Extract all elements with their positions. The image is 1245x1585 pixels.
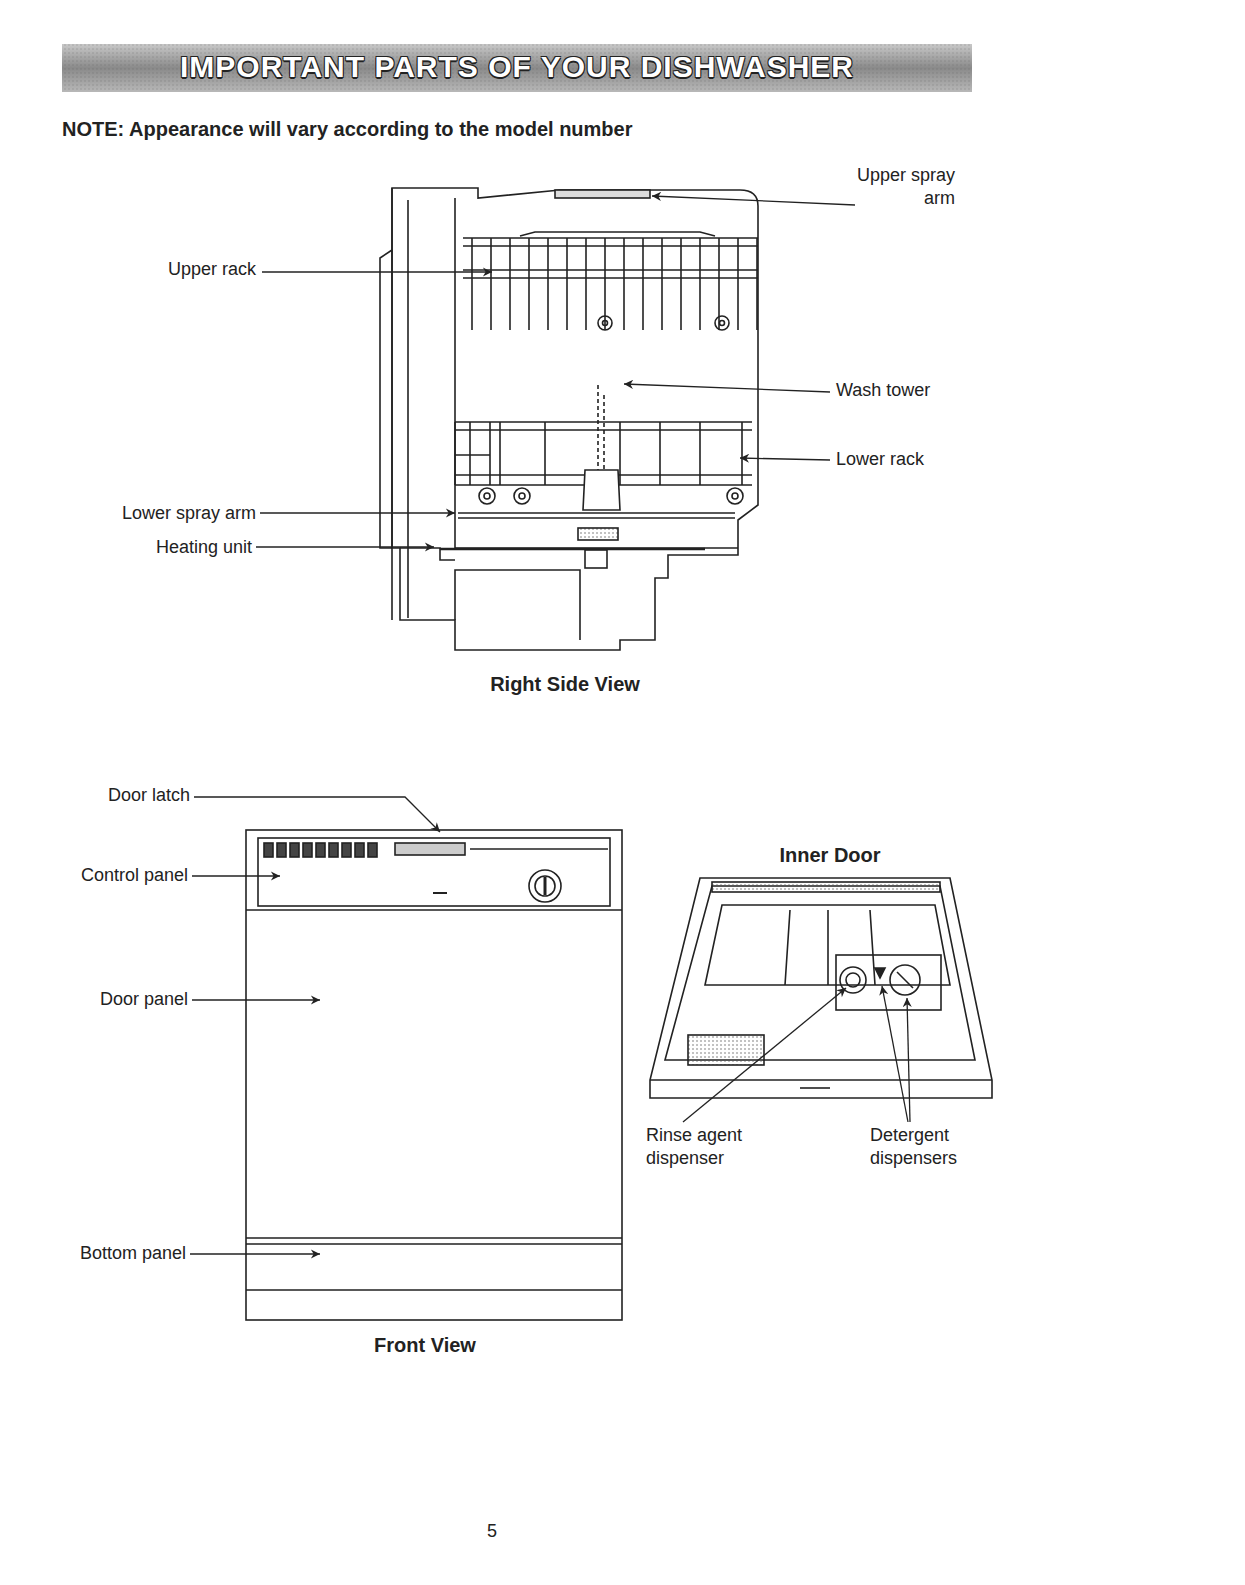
rack-bar bbox=[680, 238, 682, 330]
title: IMPORTANT PARTS OF YOUR DISHWASHER bbox=[62, 50, 972, 84]
part-label: Door panel bbox=[40, 988, 188, 1011]
rack-bar bbox=[585, 238, 587, 330]
view-caption: Right Side View bbox=[440, 671, 690, 697]
part-label: Upper rack bbox=[120, 258, 256, 281]
part-label: Wash tower bbox=[836, 379, 986, 402]
part-label: Lower rack bbox=[836, 448, 986, 471]
part-label: Rinse agent dispenser bbox=[646, 1124, 771, 1171]
page-number: 5 bbox=[470, 1520, 514, 1543]
rack-bar bbox=[490, 238, 492, 330]
view-caption: Inner Door bbox=[720, 842, 940, 868]
vent-slot bbox=[303, 843, 312, 857]
part-label: Door latch bbox=[60, 784, 190, 807]
side-view bbox=[380, 188, 758, 650]
vent-slot bbox=[277, 843, 286, 857]
vent-slot bbox=[355, 843, 364, 857]
part-label: Lower spray arm bbox=[60, 502, 256, 525]
rack-bar bbox=[661, 238, 663, 330]
rack-bar bbox=[756, 238, 758, 330]
vent-slot bbox=[264, 843, 273, 857]
rack-bar bbox=[528, 238, 530, 330]
rack-bar bbox=[623, 238, 625, 330]
rack-bar bbox=[566, 238, 568, 330]
vent-slot bbox=[329, 843, 338, 857]
leader-lines bbox=[190, 196, 910, 1254]
rack-bar bbox=[737, 238, 739, 330]
inner-door bbox=[650, 878, 992, 1098]
rack-bar bbox=[509, 238, 511, 330]
rack-bar bbox=[642, 238, 644, 330]
rack-bar bbox=[699, 238, 701, 330]
rack-bar bbox=[547, 238, 549, 330]
part-label: Control panel bbox=[30, 864, 188, 887]
vent-slot bbox=[290, 843, 299, 857]
part-label: Heating unit bbox=[60, 536, 252, 559]
part-label: Bottom panel bbox=[20, 1242, 186, 1265]
rack-bar bbox=[471, 238, 473, 330]
vent-slot bbox=[316, 843, 325, 857]
front-view bbox=[246, 830, 622, 1320]
view-caption: Front View bbox=[320, 1332, 530, 1358]
part-label: Detergent dispensers bbox=[870, 1124, 995, 1171]
vent-slot bbox=[342, 843, 351, 857]
vent-slot bbox=[368, 843, 377, 857]
title-banner bbox=[62, 44, 972, 92]
note-text: NOTE: Appearance will vary according to … bbox=[62, 116, 962, 142]
banner-texture bbox=[62, 44, 972, 92]
part-label: Upper spray arm bbox=[845, 164, 955, 211]
